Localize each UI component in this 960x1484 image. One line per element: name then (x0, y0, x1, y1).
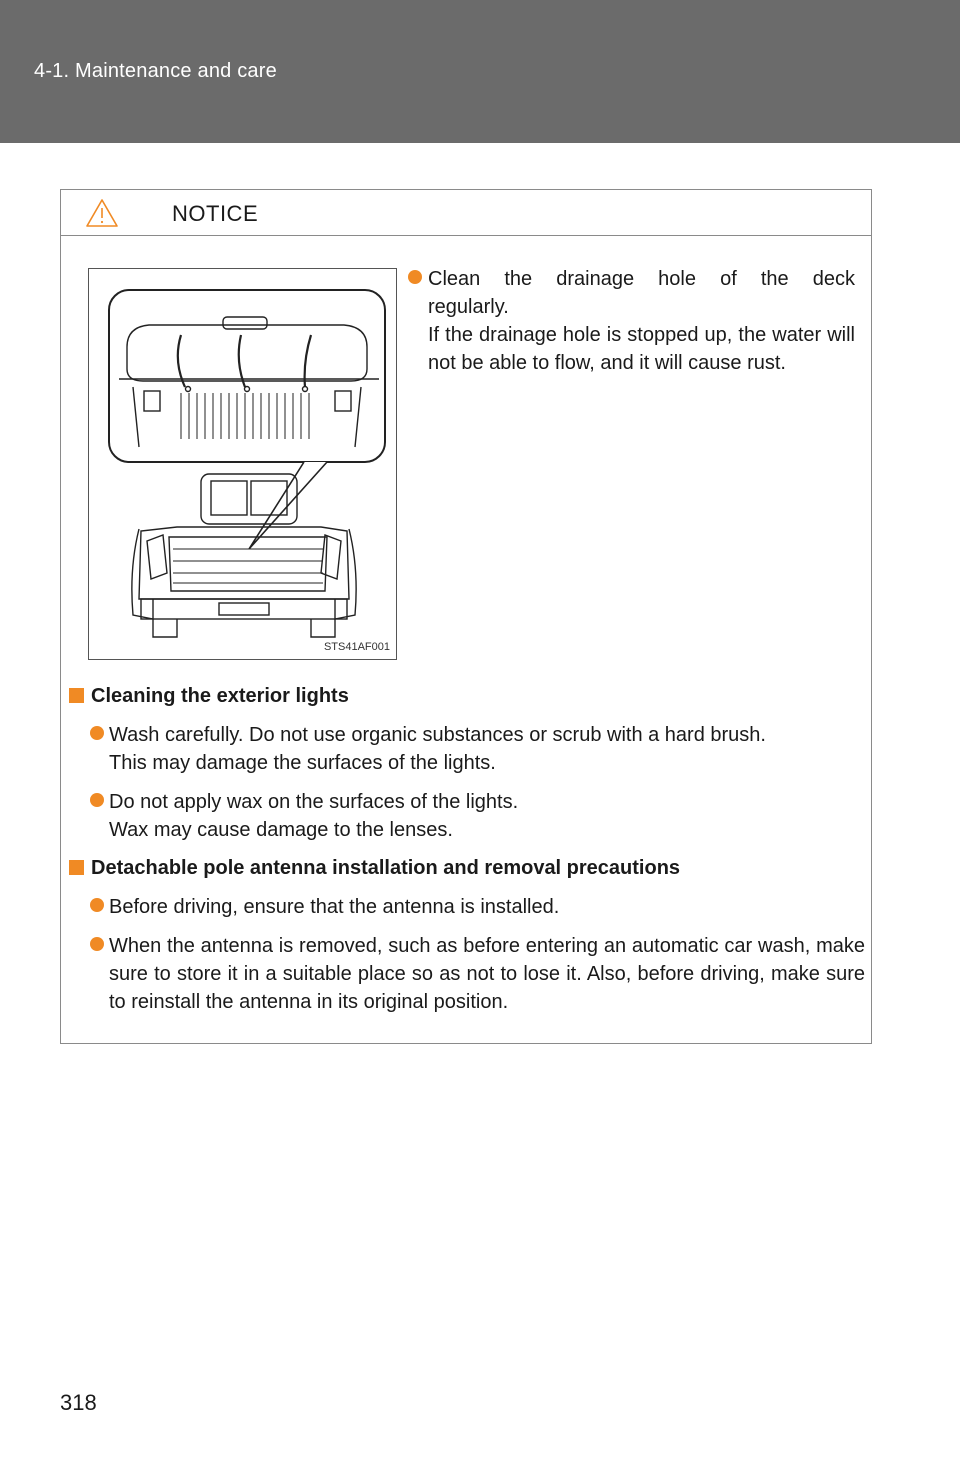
figure-code: STS41AF001 (323, 641, 390, 653)
drainage-line1: Clean the drainage hole of the deck (428, 268, 855, 290)
list-item: Wash carefully. Do not use organic subst… (69, 721, 865, 777)
section-pole-antenna: Detachable pole antenna installation and… (69, 854, 865, 1016)
page-header: 4-1. Maintenance and care (0, 0, 960, 143)
notice-box: NOTICE (60, 189, 872, 1044)
section-heading: Cleaning the exterior lights (69, 682, 865, 710)
drainage-detail: If the drainage hole is stopped up, the … (428, 324, 855, 374)
section-exterior-lights: Cleaning the exterior lights Wash carefu… (69, 682, 865, 844)
drainage-line2: regularly. (428, 296, 509, 318)
section-heading: Detachable pole antenna installation and… (69, 854, 865, 882)
bullet-icon (90, 937, 104, 951)
list-item: When the antenna is removed, such as bef… (69, 932, 865, 1016)
notice-header: NOTICE (61, 190, 871, 236)
warning-triangle-icon (86, 199, 118, 227)
drainage-instruction: Clean the drainage hole of the deck regu… (408, 265, 855, 377)
list-item: Before driving, ensure that the antenna … (69, 893, 865, 921)
square-marker-icon (69, 860, 84, 875)
bullet-icon (90, 726, 104, 740)
truck-bed-drawing (108, 289, 386, 638)
bullet-icon (408, 270, 422, 284)
page-number: 318 (60, 1390, 97, 1415)
notice-title: NOTICE (172, 201, 259, 226)
bullet-icon (90, 793, 104, 807)
section-title: 4-1. Maintenance and care (34, 60, 277, 82)
bullet-icon (90, 898, 104, 912)
list-item: Do not apply wax on the surfaces of the … (69, 788, 865, 844)
truck-bed-illustration: STS41AF001 (88, 268, 397, 660)
square-marker-icon (69, 688, 84, 703)
